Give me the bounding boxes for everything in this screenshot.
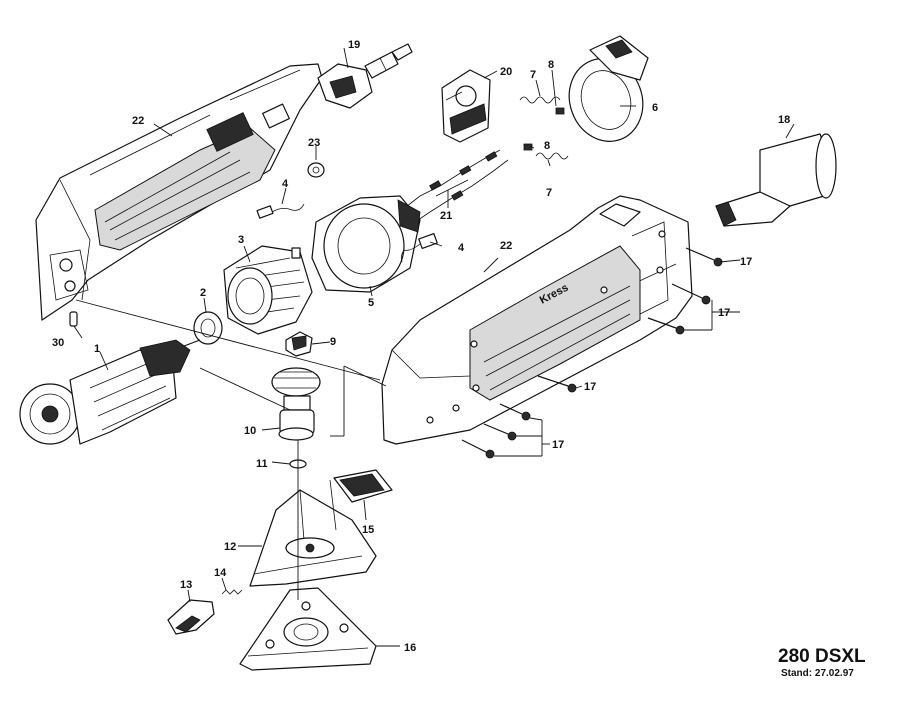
- label-21: 21: [440, 210, 452, 222]
- label-1: 1: [94, 343, 100, 355]
- part-18-dust-nozzle: [715, 133, 837, 227]
- label-17-a: 17: [740, 256, 752, 268]
- part-14-spring: [221, 589, 243, 595]
- label-18: 18: [778, 114, 790, 126]
- part-5-fan-housing: [311, 195, 421, 293]
- part-19-cable-plug: [317, 43, 413, 109]
- model-number: 280 DSXL: [778, 646, 866, 667]
- part-10-eccentric-fan: [271, 367, 321, 441]
- label-7-lower: 7: [546, 187, 552, 199]
- part-15-pad: [333, 469, 393, 503]
- part-4-brush-lower: [400, 232, 438, 263]
- part-6-end-cap: [568, 35, 649, 142]
- part-4-brush-upper: [256, 203, 305, 219]
- label-17-d: 17: [552, 439, 564, 451]
- label-30: 30: [52, 337, 64, 349]
- part-2-bearing: [193, 311, 223, 345]
- label-14: 14: [214, 567, 227, 579]
- label-4-lower: 4: [458, 242, 465, 254]
- part-30-pin: [69, 311, 78, 327]
- label-13: 13: [180, 579, 192, 591]
- part-20-switch: [441, 69, 491, 143]
- leader-lines: [73, 47, 795, 647]
- part-1-armature: [19, 339, 201, 445]
- part-23-bushing: [307, 162, 325, 178]
- label-20: 20: [500, 66, 512, 78]
- label-9: 9: [330, 336, 336, 348]
- label-5: 5: [368, 297, 374, 309]
- part-16-sanding-pad: [239, 587, 377, 671]
- label-11: 11: [256, 458, 268, 470]
- label-22-right: 22: [500, 240, 512, 252]
- label-10: 10: [244, 425, 256, 437]
- revision-date: Stand: 27.02.97: [781, 668, 854, 679]
- housing-right-half: [381, 195, 693, 445]
- label-16: 16: [404, 642, 416, 654]
- label-19: 19: [348, 39, 360, 51]
- label-23: 23: [308, 137, 320, 149]
- label-12: 12: [224, 541, 236, 553]
- label-22-left: 22: [132, 115, 144, 127]
- part-7-spring-upper: [519, 96, 565, 115]
- label-6: 6: [652, 102, 658, 114]
- label-4-upper: 4: [282, 178, 289, 190]
- part-number-labels: 19 20 7 8 6 18 22 23 8 4 7 21 3 4 22 17 …: [52, 39, 790, 654]
- housing-left-half: [35, 63, 323, 321]
- label-3: 3: [238, 234, 244, 246]
- part-21-wires: [401, 149, 509, 225]
- label-2: 2: [200, 287, 206, 299]
- label-17-c: 17: [584, 381, 596, 393]
- label-8-lower: 8: [544, 140, 550, 152]
- label-15: 15: [362, 524, 374, 536]
- label-17-b: 17: [718, 307, 730, 319]
- part-3-stator: [223, 245, 313, 335]
- part-13-latch: [167, 599, 215, 635]
- assembly-axes: [75, 299, 387, 600]
- label-8-upper: 8: [548, 59, 554, 71]
- label-7-upper: 7: [530, 69, 536, 81]
- part-9-clip: [285, 331, 313, 357]
